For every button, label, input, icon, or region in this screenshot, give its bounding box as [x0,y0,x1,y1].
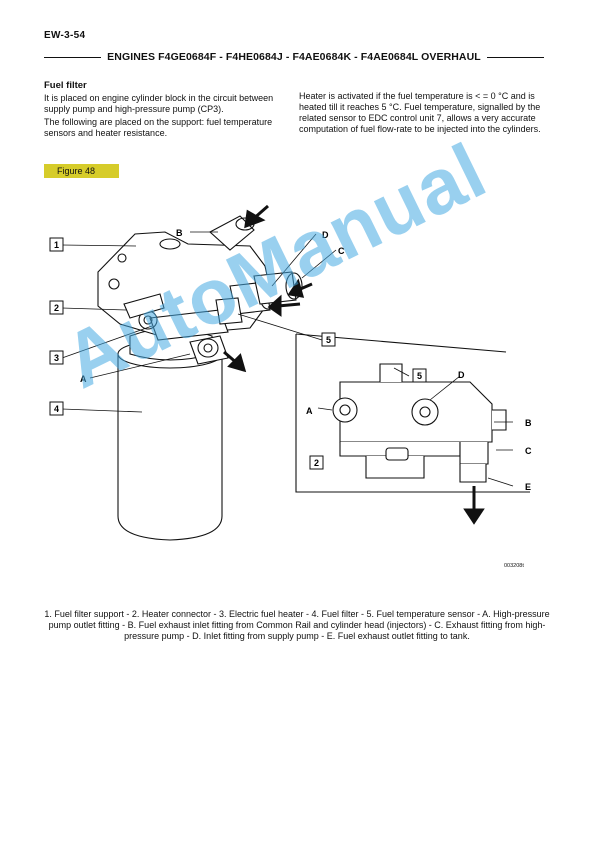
svg-text:4: 4 [54,404,59,414]
callout-d: D [322,230,329,240]
figure-caption: 1. Fuel filter support - 2. Heater conne… [44,609,550,641]
callout-a: A [80,374,87,384]
figure-label: Figure 48 [44,164,119,178]
header-rule-right [486,56,544,58]
svg-text:5: 5 [326,335,331,345]
fitting-b [209,215,255,251]
heater-connector [123,293,165,319]
callout-5: 5 [321,332,336,347]
left-column: Fuel filter It is placed on engine cylin… [44,80,284,141]
filter-canister [117,354,223,541]
page-number: EW-3-54 [44,30,86,41]
callout-b: B [176,228,183,238]
callout-2-detail: 2 [309,455,324,470]
svg-text:5: 5 [417,371,422,381]
svg-text:2: 2 [54,303,59,313]
temperature-sensor [215,297,243,325]
page-title: ENGINES F4GE0684F - F4HE0684J - F4AE0684… [107,51,481,63]
callout-e-detail: E [525,482,531,492]
callout-c: C [338,246,345,256]
paragraph: It is placed on engine cylinder block in… [44,93,274,114]
callout-2: 2 [49,300,64,315]
section-heading: Fuel filter [44,80,87,91]
right-column: Heater is activated if the fuel temperat… [299,91,543,137]
paragraph: The following are placed on the support:… [44,117,273,138]
header-rule-left [44,56,102,58]
callout-3: 3 [49,350,64,365]
callout-4: 4 [49,401,64,416]
svg-text:2: 2 [314,458,319,468]
callout-c-detail: C [525,446,532,456]
heater-housing [149,309,229,341]
figure-code: 003208t [504,563,524,569]
callout-b-detail: B [525,418,532,428]
page-header: ENGINES F4GE0684F - F4HE0684J - F4AE0684… [44,50,544,64]
callout-5-detail: 5 [412,368,427,383]
fuel-filter-diagram: 1 2 3 4 5 5 2 A B D C A D B C E [49,204,532,541]
callout-a-detail: A [306,406,313,416]
fitting-c [253,271,297,305]
paragraph: Heater is activated if the fuel temperat… [299,91,541,134]
callout-1: 1 [49,237,64,252]
callout-d-detail: D [458,370,465,380]
svg-text:3: 3 [54,353,59,363]
svg-text:1: 1 [54,240,59,250]
inset-frame [295,334,530,493]
